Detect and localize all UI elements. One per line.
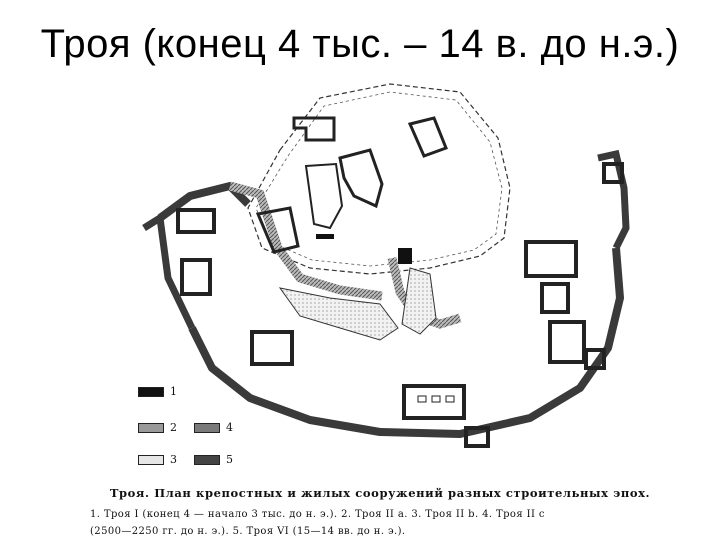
legend-swatch: [194, 454, 220, 465]
legend-number: 2: [170, 421, 177, 434]
troy1-building: [398, 248, 412, 264]
legend-item-1: 1: [138, 385, 177, 398]
troy6-northeast-wall: [597, 149, 630, 250]
legend-swatch: [138, 422, 164, 433]
legend-swatch: [138, 386, 164, 397]
south-building-openings: [417, 395, 455, 403]
central-complex: [278, 287, 399, 341]
legend-item-3: 3: [138, 453, 177, 466]
caption-line-1: Троя. План крепостных и жилых сооружений…: [109, 486, 651, 500]
legend-item-5: 5: [194, 453, 233, 466]
figure-caption: Троя. План крепостных и жилых сооружений…: [60, 486, 660, 540]
troy-site-plan: [142, 83, 630, 448]
legend-number: 5: [226, 453, 233, 466]
troy6-outer-wall: [157, 182, 624, 438]
caption-line-3: (2500—2250 гг. до н. э.). 5. Троя VI (15…: [90, 526, 406, 537]
slide-title: Троя (конец 4 тыс. – 14 в. до н.э.): [40, 22, 680, 66]
legend-swatch: [194, 422, 220, 433]
citadel-buildings: [255, 116, 448, 254]
citadel-wall-outline: [247, 83, 511, 275]
legend-number: 4: [226, 421, 233, 434]
troy2-wall-strip: [228, 181, 383, 301]
legend-item-4: 4: [194, 421, 233, 434]
troy1-building: [316, 234, 334, 239]
legend-swatch: [138, 454, 164, 465]
legend-number: 3: [170, 453, 177, 466]
legend-number: 1: [170, 385, 177, 398]
outer-houses: [176, 162, 624, 448]
caption-line-2: 1. Троя I (конец 4 — начало 3 тыс. до н.…: [90, 509, 545, 520]
legend-item-2: 2: [138, 421, 177, 434]
plan-legend: 1 2 3 4 5: [138, 385, 258, 475]
gate-complex: [401, 267, 437, 335]
troy6-west-wall: [142, 212, 196, 330]
